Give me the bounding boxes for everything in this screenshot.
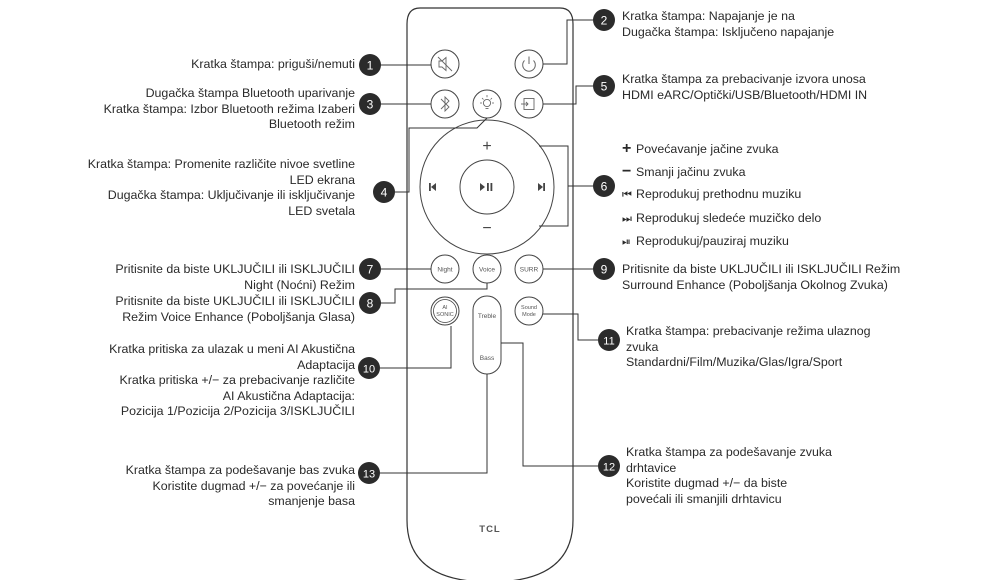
callout-10-text: Kratka pritiska za ulazak u meni AI Akus… <box>109 342 355 419</box>
sound-mode-button[interactable]: Sound Mode <box>514 296 544 326</box>
svg-text:2: 2 <box>601 14 608 28</box>
badge-13: 13 <box>358 462 380 484</box>
bluetooth-button[interactable] <box>430 89 460 119</box>
svg-text:6: 6 <box>601 180 608 194</box>
brand-logo: TCL <box>479 524 500 535</box>
svg-text:4: 4 <box>381 186 388 200</box>
callout-6-item: ⏭Reprodukuj sledeće muzičko delo <box>622 207 821 231</box>
badge-3: 3 <box>359 93 381 115</box>
mute-button[interactable] <box>430 49 460 79</box>
sound-mode-label-1: Sound <box>521 305 537 311</box>
svg-text:7: 7 <box>367 263 374 277</box>
callout-1-text: Kratka štampa: priguši/nemuti <box>191 57 355 71</box>
next-track-icon[interactable] <box>538 183 545 191</box>
surr-button[interactable]: SURR <box>514 254 544 284</box>
callout-5-text: Kratka štampa za prebacivanje izvora uno… <box>622 72 868 102</box>
volume-down-label[interactable]: − <box>482 220 491 237</box>
svg-text:5: 5 <box>601 80 608 94</box>
badge-9: 9 <box>593 258 615 280</box>
svg-text:12: 12 <box>603 462 615 474</box>
source-input-button[interactable] <box>514 89 544 119</box>
callout-6-item: ⏯Reprodukuj/pauziraj muziku <box>622 230 821 254</box>
power-button[interactable] <box>514 49 544 79</box>
callout-2-text: Kratka štampa: Napajanje je na Dugačka š… <box>622 9 835 39</box>
play-pause-button[interactable] <box>459 159 515 215</box>
bass-label: Bass <box>480 355 495 362</box>
plus-icon: + <box>622 140 632 157</box>
next-track-icon: ⏭ <box>622 212 632 225</box>
svg-text:3: 3 <box>367 98 374 112</box>
badge-7: 7 <box>359 258 381 280</box>
callout-6-item: ⏮Reprodukuj prethodnu muziku <box>622 183 821 207</box>
svg-text:10: 10 <box>363 364 375 376</box>
treble-label: Treble <box>478 313 497 320</box>
sound-mode-label-2: Mode <box>522 312 536 318</box>
previous-track-icon[interactable] <box>429 183 436 191</box>
volume-up-label[interactable]: + <box>482 138 491 155</box>
callout-4-text: Kratka štampa: Promenite različite nivoe… <box>87 157 355 218</box>
callout-3-text: Dugačka štampa Bluetooth uparivanje Krat… <box>103 86 355 132</box>
svg-text:11: 11 <box>603 336 614 348</box>
svg-text:13: 13 <box>363 469 375 481</box>
minus-icon: − <box>622 162 632 180</box>
callout-7-text: Pritisnite da biste UKLJUČILI ili ISKLJU… <box>115 262 355 292</box>
led-light-button[interactable] <box>472 89 502 119</box>
callout-12-text: Kratka štampa za podešavanje zvuka drhta… <box>626 445 832 506</box>
night-button[interactable]: Night <box>430 254 460 284</box>
callout-6-list: +Povećavanje jačine zvuka −Smanji jačinu… <box>622 138 821 254</box>
night-label: Night <box>437 267 452 274</box>
svg-text:1: 1 <box>367 59 374 73</box>
treble-bass-rocker[interactable]: Treble Bass <box>472 295 502 375</box>
callout-6-item: −Smanji jačinu zvuka <box>622 161 821 184</box>
leader-lines <box>380 19 598 474</box>
callout-badges: 1 2 3 4 5 6 7 8 9 10 11 12 13 <box>358 9 620 484</box>
voice-label: Voice <box>479 267 495 274</box>
badge-8: 8 <box>359 292 381 314</box>
badge-6: 6 <box>593 175 615 197</box>
badge-1: 1 <box>359 54 381 76</box>
badge-11: 11 <box>598 329 620 351</box>
badge-5: 5 <box>593 75 615 97</box>
previous-track-icon: ⏮ <box>622 189 632 201</box>
play-pause-icon: ⏯ <box>622 236 631 248</box>
callout-9-text: Pritisnite da biste UKLJUČILI ili ISKLJU… <box>622 262 901 292</box>
callout-6-item: +Povećavanje jačine zvuka <box>622 138 821 161</box>
badge-10: 10 <box>358 357 380 379</box>
badge-12: 12 <box>598 455 620 477</box>
svg-text:9: 9 <box>601 263 608 277</box>
callout-11-text: Kratka štampa: prebacivanje režima ulazn… <box>626 324 871 370</box>
voice-button[interactable]: Voice <box>472 254 502 284</box>
surr-label: SURR <box>520 267 539 274</box>
ai-sonic-button[interactable]: AI SONIC <box>430 296 460 326</box>
ai-sonic-label-1: AI <box>442 305 448 311</box>
badge-4: 4 <box>373 181 395 203</box>
callout-8-text: Pritisnite da biste UKLJUČILI ili ISKLJU… <box>115 294 355 324</box>
badge-2: 2 <box>593 9 615 31</box>
ai-sonic-label-2: SONIC <box>436 312 453 318</box>
callout-13-text: Kratka štampa za podešavanje bas zvuka K… <box>125 463 355 509</box>
svg-text:8: 8 <box>367 297 374 311</box>
